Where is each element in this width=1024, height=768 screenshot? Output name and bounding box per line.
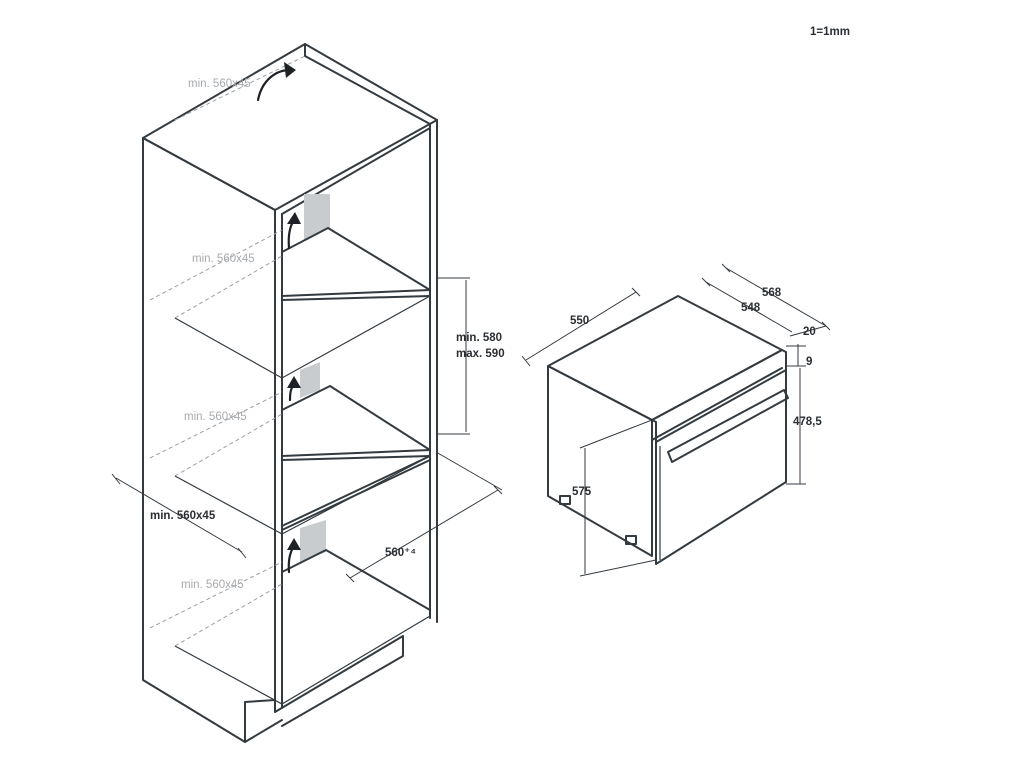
airflow-arrows [256,62,301,574]
niche-height-min-label: min. 580 [456,332,502,344]
oven-front-offset-label: 20 [803,326,816,338]
oven-depth-total-label: 568 [762,287,782,299]
vent-gap-upper [304,194,330,240]
oven-foot [559,495,571,505]
oven-panel-thickness-label: 9 [806,356,812,368]
tall-cabinet [142,43,438,743]
arrow-icon [287,218,296,250]
oven-width-label: 550 [570,315,589,327]
oven-front-height-label: 478,5 [793,416,822,428]
oven-side [547,365,653,557]
oven-front [651,349,787,565]
oven [547,295,789,565]
oven-handle [667,389,789,463]
cabinet-dimensions [111,277,503,583]
oven-foot [625,535,637,545]
vent-label-upper: min. 560x45 [192,253,255,265]
niche-height-max-label: max. 590 [456,348,505,360]
vent-gap-lower [300,520,326,562]
vent-label-lower: min. 560x45 [181,579,244,591]
arrowhead-icon [284,62,296,78]
vent-label-top: min. 560x45 [188,78,251,90]
vent-label-middle: min. 560x45 [184,411,247,423]
arrowhead-icon [287,538,301,550]
scale-note: 1=1mm [810,26,850,38]
oven-dimensions [521,263,831,577]
niche-depth-label: 560⁺⁴ [385,547,416,559]
arrow-icon [256,68,292,102]
cabinet-left-side [142,137,276,743]
arrowhead-icon [287,376,301,388]
arrowhead-icon [287,212,301,224]
oven-depth-body-label: 548 [741,302,761,314]
vent-gap-middle [300,362,320,398]
oven-body-height-label: 575 [572,486,592,498]
opening-width-label: min. 560x45 [150,510,216,522]
